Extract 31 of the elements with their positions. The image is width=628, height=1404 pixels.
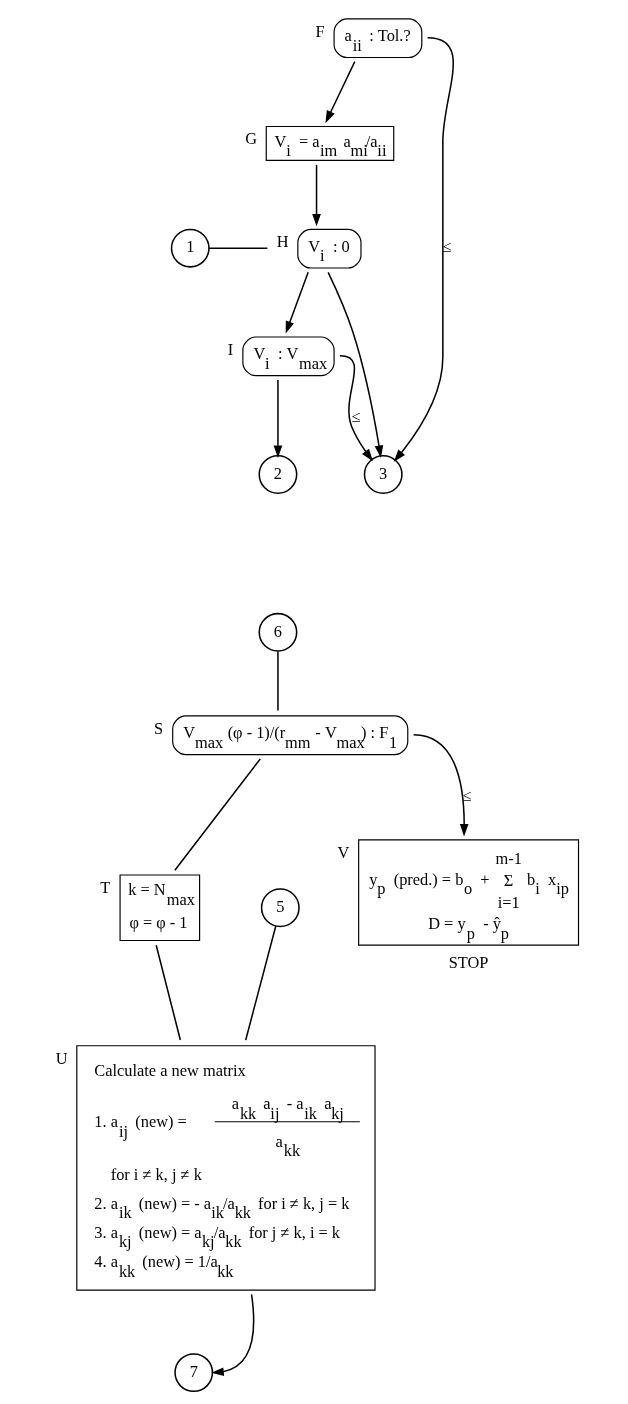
node-circle: 7 <box>173 1352 213 1392</box>
node-label: G <box>244 128 257 148</box>
arrow <box>324 60 356 123</box>
arrow <box>210 1293 254 1376</box>
arrow <box>311 163 321 226</box>
node-circle: 3 <box>363 454 403 494</box>
node-circle: 2 <box>258 454 297 494</box>
arrow <box>285 270 309 334</box>
arrow <box>326 271 383 458</box>
node-label: V <box>337 842 349 862</box>
node-circle: 5 <box>260 887 300 927</box>
connector <box>173 757 261 871</box>
node-label: STOP <box>448 952 488 972</box>
node-circle: 1 <box>170 228 210 268</box>
node-label: F <box>314 21 324 41</box>
connector <box>276 650 279 711</box>
node-label: U <box>55 1048 68 1068</box>
edge-label: ≤ <box>351 406 361 426</box>
connector <box>154 943 181 1041</box>
node-circle: 6 <box>258 612 297 652</box>
arrow <box>412 733 469 836</box>
arrow <box>273 378 282 458</box>
node-label: S <box>153 718 163 738</box>
node-label: T <box>99 877 110 897</box>
connector <box>207 246 268 249</box>
connector <box>244 924 276 1041</box>
node-label: H <box>276 231 289 251</box>
arrow <box>338 354 373 461</box>
arrow <box>393 36 454 462</box>
edge-label: ≤ <box>462 785 472 805</box>
node-label: I <box>227 339 233 359</box>
